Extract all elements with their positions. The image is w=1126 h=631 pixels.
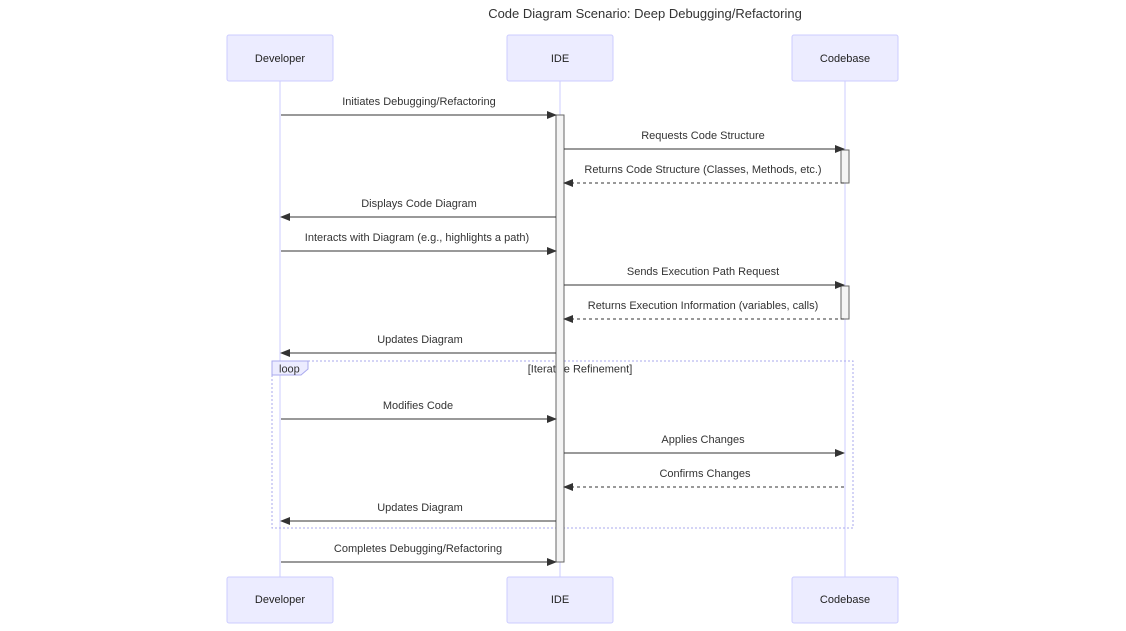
message-label: Sends Execution Path Request xyxy=(627,266,779,278)
message-label: Interacts with Diagram (e.g., highlights… xyxy=(305,232,529,244)
actor-box-developer xyxy=(226,34,334,82)
diagram-title: Code Diagram Scenario: Deep Debugging/Re… xyxy=(488,6,802,21)
actors-bottom: Developer IDE Codebase xyxy=(226,576,899,624)
message-label: Completes Debugging/Refactoring xyxy=(334,543,502,555)
message-label: Initiates Debugging/Refactoring xyxy=(342,96,495,108)
actor-label-developer-bottom: Developer xyxy=(255,594,305,606)
message-label: Modifies Code xyxy=(383,400,453,412)
actor-box-developer-bottom xyxy=(226,576,334,624)
actor-label-developer: Developer xyxy=(255,53,305,65)
actor-label-ide: IDE xyxy=(551,53,569,65)
actors-top: Developer IDE Codebase xyxy=(226,34,899,82)
actor-label-codebase: Codebase xyxy=(820,53,870,65)
activations xyxy=(555,114,850,563)
activation-codebase-1 xyxy=(840,149,850,184)
actor-label-ide-bottom: IDE xyxy=(551,594,569,606)
message-label: Returns Code Structure (Classes, Methods… xyxy=(584,164,821,176)
loop-border xyxy=(271,360,854,529)
message-label: Requests Code Structure xyxy=(641,130,765,142)
message-label: Confirms Changes xyxy=(659,468,751,480)
actor-label-codebase-bottom: Codebase xyxy=(820,594,870,606)
activation-ide xyxy=(555,114,565,563)
message-label: Returns Execution Information (variables… xyxy=(588,300,818,312)
actor-box-codebase-bottom xyxy=(791,576,899,624)
actor-box-ide-bottom xyxy=(506,576,614,624)
message-label: Displays Code Diagram xyxy=(361,198,477,210)
message-label: Updates Diagram xyxy=(377,334,463,346)
actor-box-ide xyxy=(506,34,614,82)
messages: Initiates Debugging/Refactoring Requests… xyxy=(280,96,845,566)
loop-condition: [Iterative Refinement] xyxy=(528,364,633,376)
message-label: Updates Diagram xyxy=(377,502,463,514)
actor-box-codebase xyxy=(791,34,899,82)
loop-tag-label: loop xyxy=(279,364,300,376)
loop-tag-box xyxy=(271,360,309,376)
loop-frame: loop [Iterative Refinement] xyxy=(271,360,854,529)
message-label: Applies Changes xyxy=(661,434,745,446)
activation-codebase-2 xyxy=(840,285,850,320)
